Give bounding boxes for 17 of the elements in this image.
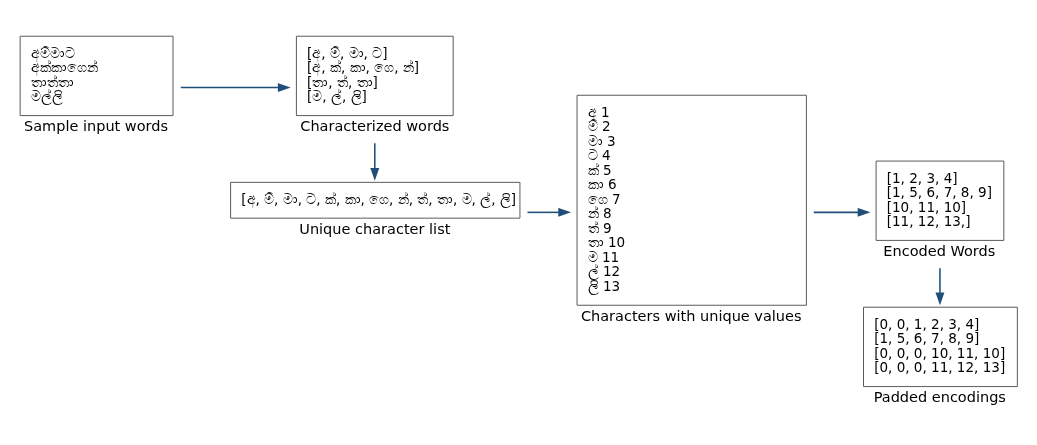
arrow <box>370 142 380 181</box>
node-label: Sample input words <box>23 117 169 134</box>
arrow <box>935 266 945 305</box>
node-label: Characters with unique values <box>580 307 802 324</box>
node-box: අම්මාට අක්කාගෙන් තාත්තා මල්ලි <box>19 35 174 116</box>
arrow <box>526 207 572 217</box>
node-label: Characterized words <box>300 117 450 134</box>
node-label: Padded encodings <box>873 388 1006 405</box>
node-box: [1, 2, 3, 4] [1, 5, 6, 7, 8, 9] [10, 11, 10] [11, 12, 13,] <box>875 160 1005 241</box>
arrow <box>813 207 871 217</box>
node-label: Unique character list <box>299 220 451 237</box>
node-box: [අ, ම්, මා, ට, ක්, කා, ගෙ, න්, ත්, තා, ම, ල්, ලි] <box>230 181 521 219</box>
node-box: [අ, ම්, මා, ට] [අ, ක්, කා, ගෙ, න්] [තා, ත්, තා] [ම, ල්, ලි] <box>295 35 454 116</box>
node-box: [0, 0, 1, 2, 3, 4] [1, 5, 6, 7, 8, 9] [0, 0, 0, 10, 11, 10] [0, 0, 0, 11, 12, 13] <box>863 306 1018 387</box>
node-label: Encoded Words <box>883 242 996 259</box>
arrow <box>180 82 291 92</box>
node-box: අ 1 ම් 2 මා 3 ට 4 ක් 5 කා 6 ගෙ 7 න් 8 ත් 9 තා 10 ම 11 ල් 12 ලි 13 <box>576 94 807 306</box>
